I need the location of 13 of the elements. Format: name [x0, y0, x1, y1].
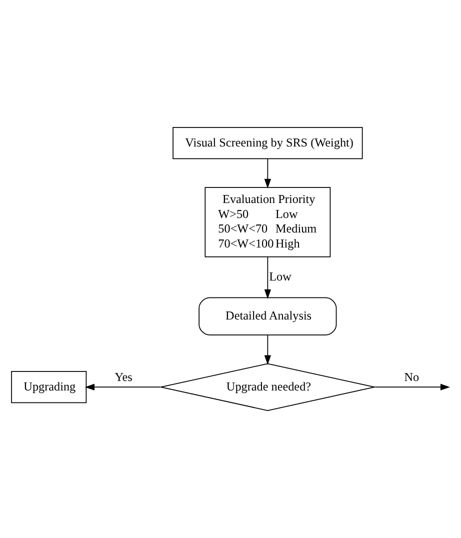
arrow [264, 158, 272, 188]
node-diamond: Upgrade needed? [160, 363, 375, 411]
edge-label: No [404, 370, 420, 384]
arrow [264, 334, 272, 365]
edge-label: Low [269, 269, 292, 284]
node-box: Evaluation Priority W>50 Low 50<W<70 Medium 70<W<100High [204, 186, 331, 258]
arrow [84, 384, 162, 390]
node-box: Upgrading [11, 371, 87, 404]
node-box: Visual Screening by SRS (Weight) [172, 127, 363, 160]
node-box: Detailed Analysis [198, 297, 337, 336]
arrow [264, 256, 272, 299]
edge-label: Yes [114, 370, 132, 384]
arrow [374, 384, 450, 390]
